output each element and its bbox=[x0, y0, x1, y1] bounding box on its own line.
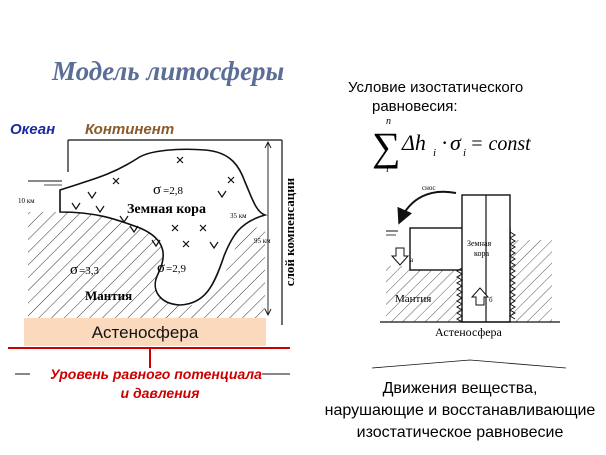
sigma-mantle-value: =3,3 bbox=[79, 265, 99, 277]
crust-outline bbox=[59, 148, 268, 306]
formula-sub-i: i bbox=[433, 147, 436, 159]
depth-95km: 95 км bbox=[254, 237, 271, 245]
right-column-serration bbox=[509, 231, 516, 320]
equal-potential-label-line2: и давления bbox=[121, 385, 200, 401]
left-diagram: Океан Континент bbox=[8, 121, 297, 401]
depth-10km: 10 км bbox=[18, 197, 35, 205]
title: Модель литосферы bbox=[51, 56, 284, 86]
right-column-serration-left bbox=[456, 267, 463, 323]
caption-bracket bbox=[371, 359, 567, 369]
arrow-up-b bbox=[470, 287, 490, 306]
sigma-root-symbol: σ bbox=[157, 260, 165, 276]
label-a: а bbox=[410, 256, 414, 264]
mantle-label: Мантия bbox=[85, 288, 132, 303]
formula-sub-i2: i bbox=[463, 147, 466, 159]
sigma-mantle-symbol: σ bbox=[70, 262, 78, 278]
right-asthenosphere-label: Астеносфера bbox=[435, 325, 503, 339]
equal-potential-label-line1: Уровень равного потенциала bbox=[50, 366, 262, 382]
formula-eq: = const bbox=[470, 133, 531, 155]
erosion-label: снос bbox=[422, 184, 436, 192]
asthenosphere-label: Астеносфера bbox=[92, 323, 199, 342]
formula-sum-lower: i bbox=[386, 164, 389, 175]
compensation-label: слой компенсации bbox=[282, 177, 297, 286]
condition-line1: Условие изостатического bbox=[348, 79, 523, 96]
label-b: б bbox=[489, 296, 493, 304]
continent-label: Континент bbox=[85, 121, 174, 138]
asthenosphere-bar bbox=[24, 318, 266, 346]
condition-line2: равновесия: bbox=[372, 98, 458, 115]
right-mantle-label: Мантия bbox=[395, 293, 431, 305]
erosion-arrow bbox=[397, 190, 457, 225]
sigma-crust-symbol: σ bbox=[153, 182, 161, 198]
sigma-root-value: =2,9 bbox=[166, 263, 186, 275]
sigma-crust-value: =2,8 bbox=[163, 185, 183, 197]
right-crust-label-line1: Земная bbox=[467, 239, 491, 248]
formula-sigma: σ bbox=[450, 130, 462, 155]
crust-markers bbox=[71, 156, 235, 250]
caption-line2: нарушающие и восстанавливающие bbox=[325, 402, 596, 419]
formula-body: Δh bbox=[401, 130, 426, 155]
formula-sum-symbol: ∑ bbox=[372, 124, 401, 169]
depth-35km: 35 км bbox=[230, 212, 247, 220]
caption-line1: Движения вещества, bbox=[383, 380, 538, 397]
mantle-region bbox=[28, 212, 265, 318]
formula-sum-upper: n bbox=[386, 116, 391, 127]
ocean-label: Океан bbox=[10, 121, 55, 138]
arrow-down-a bbox=[390, 247, 410, 266]
caption-line3: изостатическое равновесие bbox=[357, 424, 564, 441]
crust-label: Земная кора bbox=[127, 202, 206, 217]
right-crust-label-line2: кора bbox=[474, 249, 489, 258]
right-diagram: Условие изостатического равновесия: n ∑ … bbox=[325, 79, 596, 441]
formula-dot: · bbox=[441, 130, 448, 155]
compensation-dim-arrows bbox=[264, 140, 272, 317]
